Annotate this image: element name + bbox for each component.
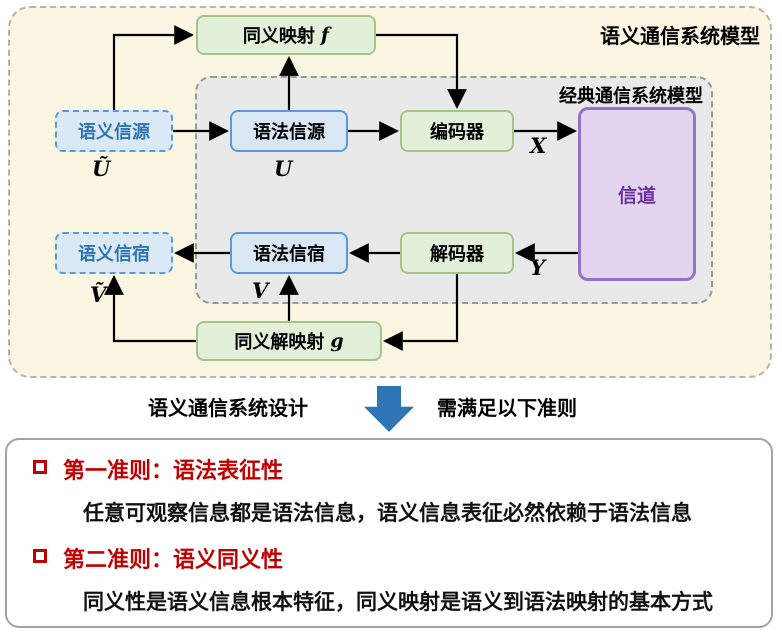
rule2-title: 第二准则：语义同义性 [63,547,284,572]
rule1-title: 第一准则：语法表征性 [63,458,284,483]
semantic-sink-label: 语义信宿 [78,244,150,264]
rule1-bullet-icon [33,460,47,474]
var-semantic-sink: Ṽ [90,282,107,307]
channel-label: 信道 [617,185,656,207]
var-semantic-source: Ũ [92,156,111,181]
demapping-symbol-g: g [330,330,344,352]
mapping-symbol-f: f [320,24,330,46]
var-encoder-output: X [530,133,547,158]
semantic-source-label: 语义信源 [78,122,150,142]
synonymous-mapping-box: 同义映射 f [196,15,376,55]
synonymous-mapping-label: 同义映射 [242,26,315,46]
decoder-label: 解码器 [430,244,484,264]
channel-box: 信道 [578,107,696,281]
decoder-box: 解码器 [400,232,514,274]
var-syntactic-source: U [274,156,293,181]
semantic-sink-box: 语义信宿 [55,232,173,274]
syntactic-source-box: 语法信源 [230,110,348,152]
classic-box-title: 经典通信系统模型 [559,86,703,106]
rules-panel: 第一准则：语法表征性 任意可观察信息都是语法信息，语义信息表征必然依赖于语法信息… [5,438,773,628]
synonymous-demapping-label: 同义解映射 [234,332,325,352]
rule2-bullet-icon [33,549,47,563]
encoder-label: 编码器 [430,122,484,142]
semantic-source-box: 语义信源 [55,110,173,152]
design-label: 语义通信系统设计 [148,398,308,420]
var-syntactic-sink: V [252,278,269,303]
criteria-label: 需满足以下准则 [437,398,577,420]
synonymous-demapping-box: 同义解映射 g [196,321,382,361]
syntactic-source-label: 语法信源 [253,122,325,142]
encoder-box: 编码器 [400,110,514,152]
rule2-body: 同义性是语义信息根本特征，同义映射是语义到语法映射的基本方式 [83,591,713,614]
diagram-title: 语义通信系统模型 [600,26,760,48]
syntactic-sink-box: 语法信宿 [230,232,348,274]
syntactic-sink-label: 语法信宿 [253,244,325,264]
down-arrow-icon [364,386,414,432]
var-decoder-input: Y [530,255,545,280]
rule1-body: 任意可观察信息都是语法信息，语义信息表征必然依赖于语法信息 [83,502,692,525]
